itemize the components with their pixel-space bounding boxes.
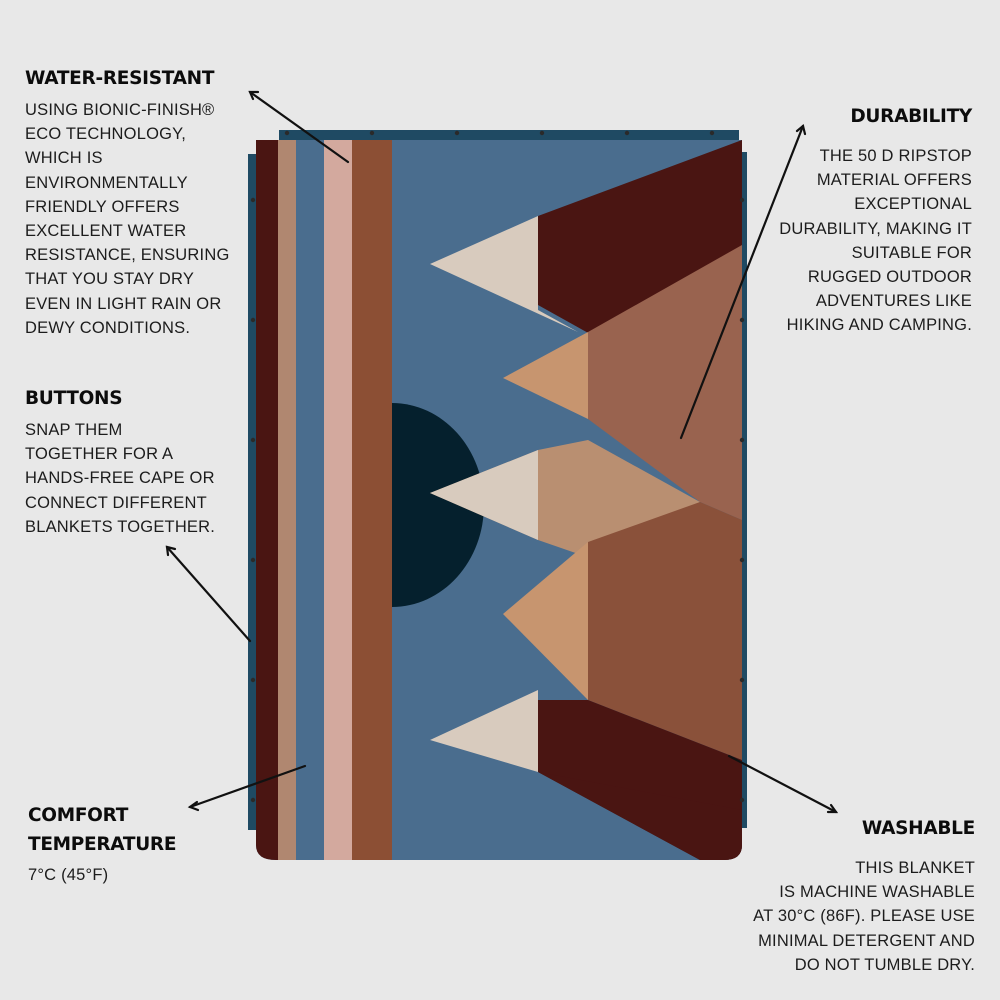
durability-arrow (679, 124, 807, 440)
feature-description: THE 50 D RIPSTOP MATERIAL OFFERS EXCEPTI… (779, 147, 972, 335)
feature-buttons: BUTTONS SNAP THEM TOGETHER FOR A HANDS-F… (25, 386, 265, 539)
feature-comfort-temperature: COMFORT TEMPERATURE 7°C (45°F) (28, 801, 248, 887)
snap-buttons (250, 130, 745, 803)
buttons-arrow (165, 545, 252, 643)
feature-water-resistant: WATER-RESISTANT USING BIONIC-FINISH® ECO… (25, 66, 260, 340)
blanket-body (256, 140, 742, 860)
feature-title-line1: COMFORT (28, 805, 129, 826)
feature-description: USING BIONIC-FINISH® ECO TECHNOLOGY, WHI… (25, 101, 230, 337)
water-resistant-arrow (248, 90, 350, 164)
feature-title: BUTTONS (25, 388, 123, 409)
feature-title: COMFORT TEMPERATURE (28, 801, 248, 859)
feature-title-line2: TEMPERATURE (28, 834, 177, 855)
feature-washable: WASHABLE THIS BLANKET IS MACHINE WASHABL… (715, 816, 975, 977)
comfort-temperature-arrow (187, 764, 307, 812)
feature-durability: DURABILITY THE 50 D RIPSTOP MATERIAL OFF… (732, 104, 972, 338)
washable-arrow (727, 754, 839, 814)
feature-title: DURABILITY (850, 106, 972, 127)
feature-title: WASHABLE (861, 818, 975, 839)
feature-description: THIS BLANKET IS MACHINE WASHABLE AT 30°C… (753, 859, 975, 974)
feature-description: 7°C (45°F) (28, 866, 109, 884)
feature-description: SNAP THEM TOGETHER FOR A HANDS-FREE CAPE… (25, 421, 216, 536)
feature-title: WATER-RESISTANT (25, 68, 215, 89)
